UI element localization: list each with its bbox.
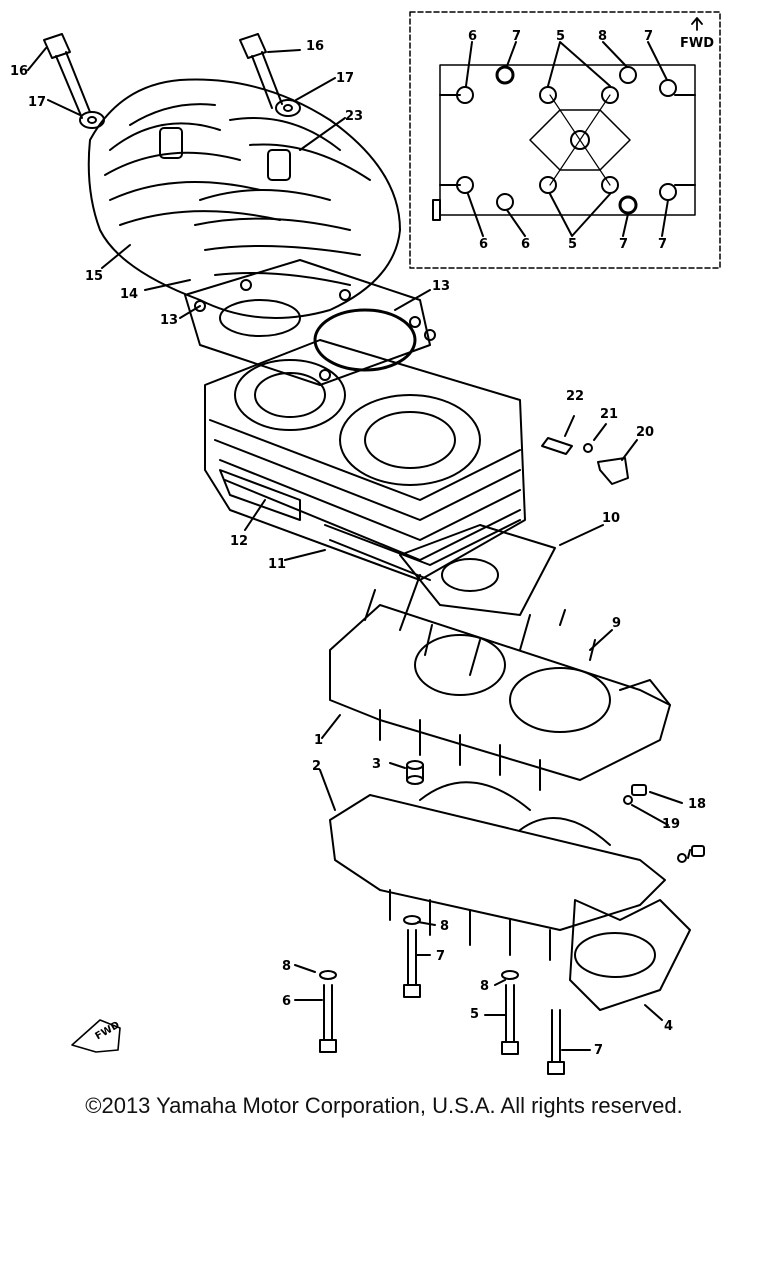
copyright-notice: ©2013 Yamaha Motor Corporation, U.S.A. A… [85, 1093, 683, 1118]
callout-22: 22 [566, 389, 584, 404]
callout-5: 5 [470, 1007, 479, 1022]
callout-23: 23 [345, 109, 363, 124]
callout-7-mid: 7 [436, 949, 445, 964]
callout-16-right: 16 [306, 39, 324, 54]
dowel-pin [406, 760, 424, 785]
callout-1: 1 [314, 733, 323, 748]
callout-7-bottom: 7 [594, 1043, 603, 1058]
callout-13-left: 13 [160, 313, 178, 328]
callout-18: 18 [688, 797, 706, 812]
callout-16-left: 16 [10, 64, 28, 79]
drain-screws [623, 784, 705, 863]
callout-15: 15 [85, 269, 103, 284]
callout-8-mid: 8 [440, 919, 449, 934]
cylinder-head [87, 78, 401, 319]
callout-14: 14 [120, 287, 138, 302]
callout-12: 12 [230, 534, 248, 549]
callout-21: 21 [600, 407, 618, 422]
inset-bottom-label: 7 [658, 237, 667, 252]
inset-fwd-label: FWD [680, 36, 714, 51]
callout-20: 20 [636, 425, 654, 440]
oil-fitting [541, 437, 629, 485]
callout-10: 10 [602, 511, 620, 526]
callout-13-right: 13 [432, 279, 450, 294]
inset-bottom-label: 6 [479, 237, 488, 252]
callout-8-right: 8 [480, 979, 489, 994]
inset-top-label: 7 [512, 29, 521, 44]
callout-8-left: 8 [282, 959, 291, 974]
callout-labels: 16 17 16 17 23 15 14 13 13 12 11 10 9 1 … [10, 29, 714, 1058]
callout-17-left: 17 [28, 95, 46, 110]
bolt-16-right [239, 33, 301, 117]
inset-top-label: 5 [556, 29, 565, 44]
base-gasket [399, 524, 556, 616]
inset-bottom-label: 7 [619, 237, 628, 252]
callout-19: 19 [662, 817, 680, 832]
lower-crankcase [329, 781, 691, 1011]
callout-3: 3 [372, 757, 381, 772]
inset-bottom-label: 6 [521, 237, 530, 252]
inset-bottom-label: 5 [568, 237, 577, 252]
callout-4: 4 [664, 1019, 673, 1034]
head-gasket [184, 259, 436, 386]
callout-11: 11 [268, 557, 286, 572]
inset-top-label: 6 [468, 29, 477, 44]
inset-top-label: 7 [644, 29, 653, 44]
callout-6: 6 [282, 994, 291, 1009]
lower-bolts [319, 915, 565, 1075]
cylinder-block [204, 339, 526, 581]
upper-crankcase [329, 574, 671, 791]
inset-top-label: 8 [598, 29, 607, 44]
callout-9: 9 [612, 616, 621, 631]
inset-bolt-pattern [409, 11, 721, 269]
callout-2: 2 [312, 759, 321, 774]
bolt-16-left [43, 33, 105, 129]
callout-17-right: 17 [336, 71, 354, 86]
fwd-arrow-icon [71, 1019, 121, 1053]
